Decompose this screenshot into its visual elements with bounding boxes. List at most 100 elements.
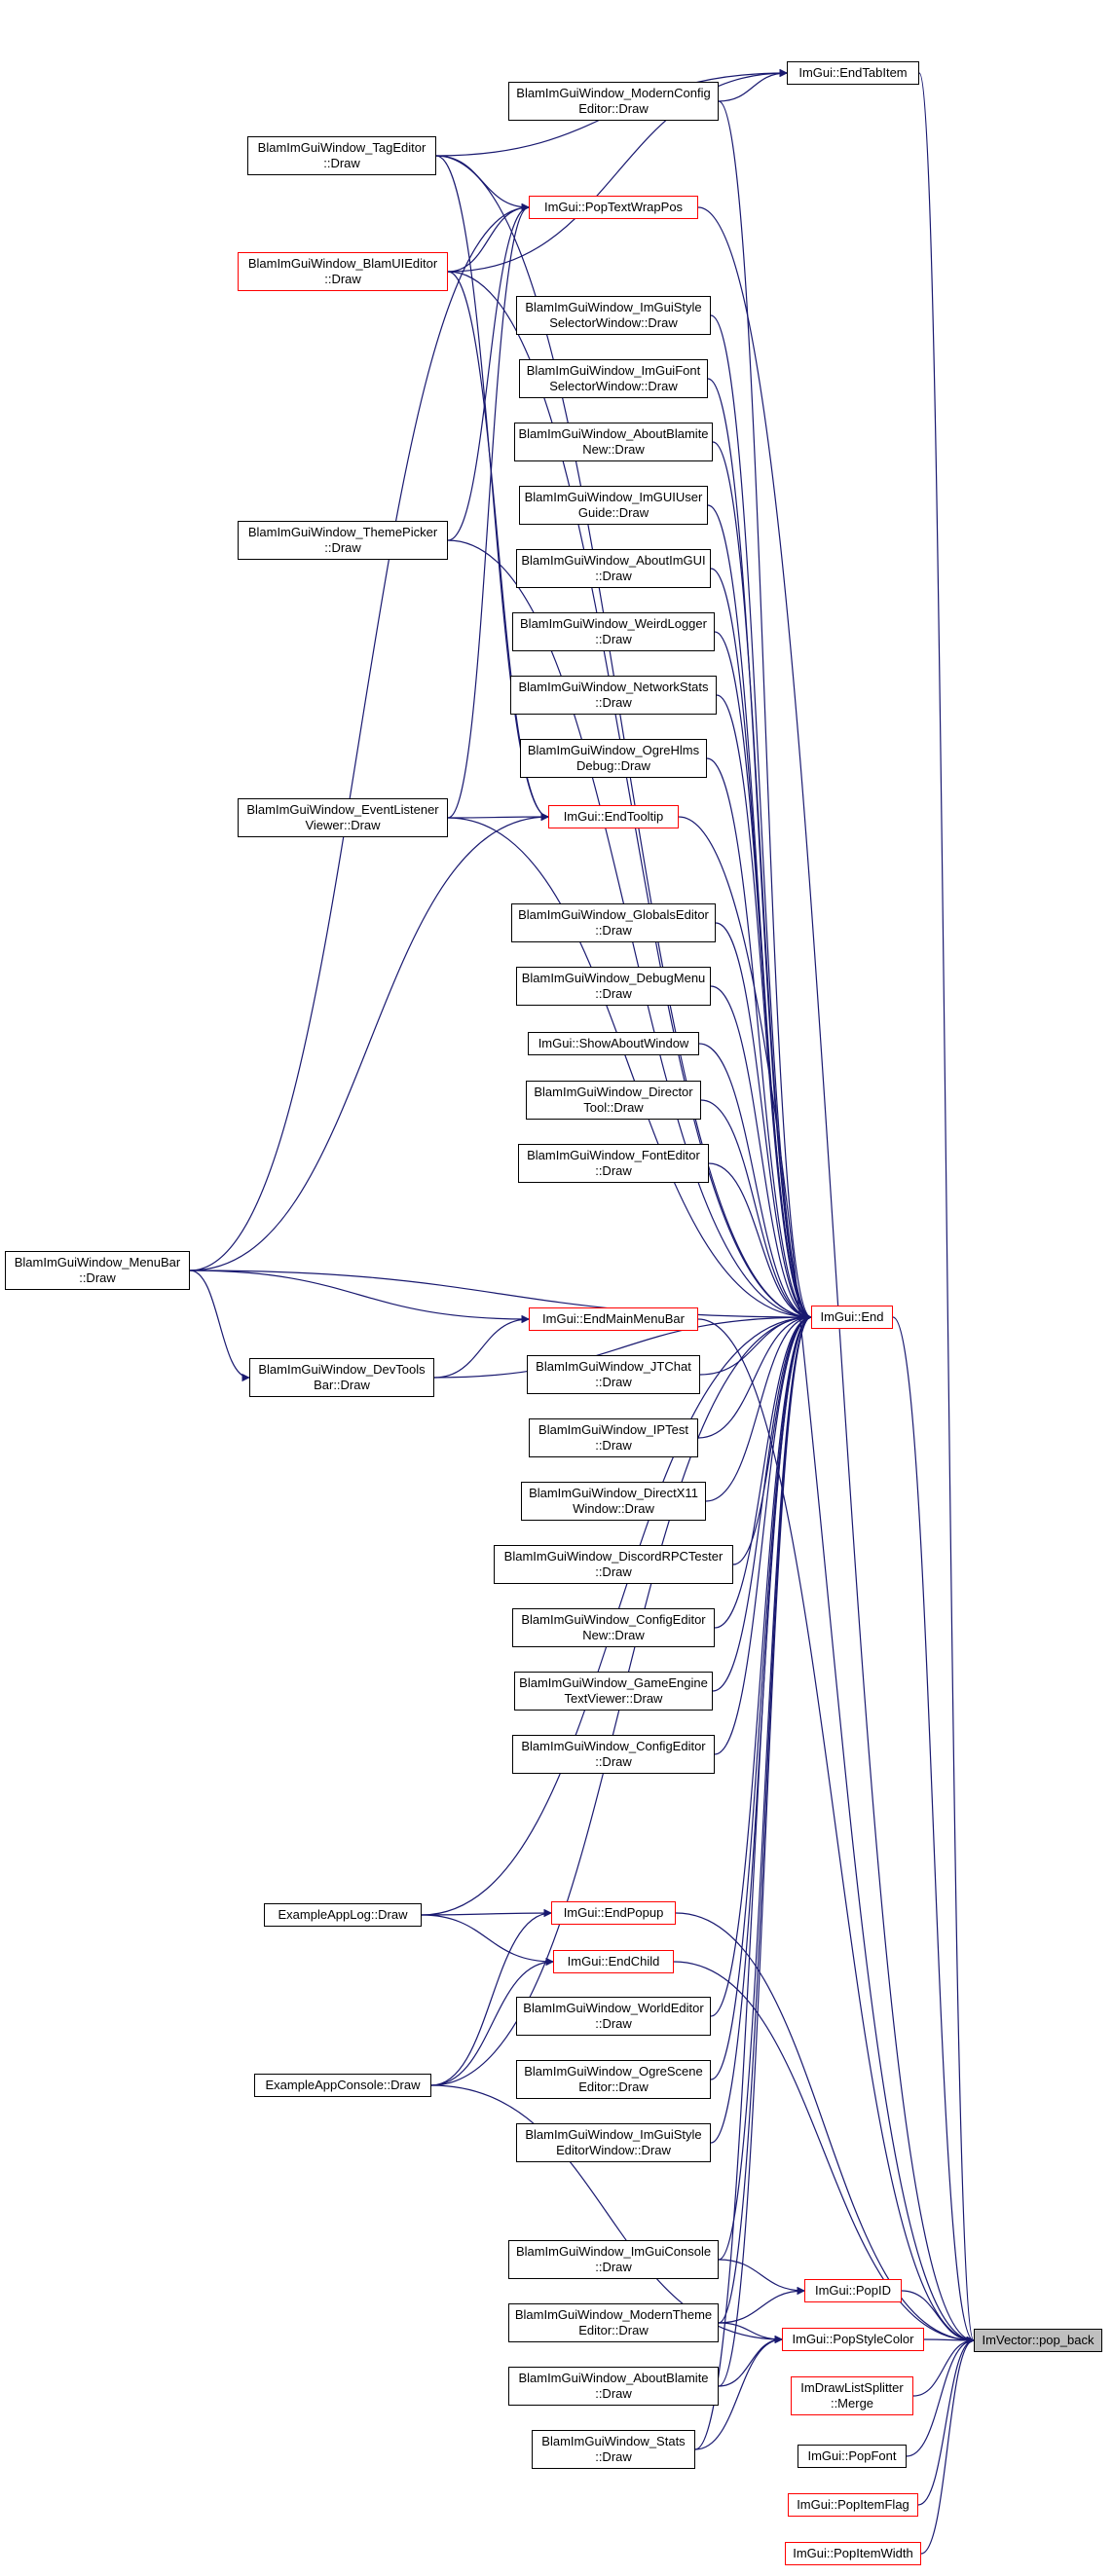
- node-ShowAboutWindow[interactable]: ImGui::ShowAboutWindow: [528, 1032, 699, 1055]
- node-label: ImVector::pop_back: [982, 2333, 1094, 2347]
- node-label: BlamImGuiWindow_EventListener Viewer::Dr…: [246, 802, 439, 832]
- edge-ModernThemeEditor-to-PopID: [718, 2286, 805, 2324]
- node-EndTabItem[interactable]: ImGui::EndTabItem: [787, 61, 919, 85]
- node-MenuBar[interactable]: BlamImGuiWindow_MenuBar ::Draw: [5, 1251, 190, 1290]
- node-AboutImGUI[interactable]: BlamImGuiWindow_AboutImGUI ::Draw: [516, 549, 711, 588]
- node-OgreHlmsDebug[interactable]: BlamImGuiWindow_OgreHlms Debug::Draw: [520, 739, 707, 778]
- node-Stats[interactable]: BlamImGuiWindow_Stats ::Draw: [532, 2430, 695, 2469]
- node-TagEditor[interactable]: BlamImGuiWindow_TagEditor ::Draw: [247, 136, 436, 175]
- node-label: BlamImGuiWindow_ImGuiConsole ::Draw: [515, 2244, 712, 2274]
- node-label: BlamImGuiWindow_Stats ::Draw: [541, 2434, 686, 2464]
- node-FontEditor[interactable]: BlamImGuiWindow_FontEditor ::Draw: [518, 1144, 709, 1183]
- node-AboutBlamite[interactable]: BlamImGuiWindow_AboutBlamite ::Draw: [508, 2367, 719, 2406]
- node-DevToolsBar[interactable]: BlamImGuiWindow_DevTools Bar::Draw: [249, 1358, 434, 1397]
- node-label: ImGui::EndTooltip: [563, 809, 664, 824]
- node-label: BlamImGuiWindow_DiscordRPCTester ::Draw: [503, 1549, 723, 1579]
- edge-PopTextWrapPos-to-pop_back: [697, 206, 975, 2345]
- node-ModernConfigEditor[interactable]: BlamImGuiWindow_ModernConfig Editor::Dra…: [508, 82, 719, 121]
- node-PopTextWrapPos[interactable]: ImGui::PopTextWrapPos: [529, 196, 698, 219]
- edge-BlamUIEditor-to-PopTextWrapPos: [447, 202, 530, 273]
- edge-EndChild-to-pop_back: [673, 1961, 975, 2345]
- node-EndChild[interactable]: ImGui::EndChild: [553, 1950, 674, 1973]
- node-GlobalsEditor[interactable]: BlamImGuiWindow_GlobalsEditor ::Draw: [511, 903, 716, 942]
- node-PopID[interactable]: ImGui::PopID: [804, 2279, 902, 2302]
- node-label: BlamImGuiWindow_FontEditor ::Draw: [527, 1148, 700, 1178]
- node-label: ImGui::PopID: [814, 2283, 892, 2298]
- node-DirectX11[interactable]: BlamImGuiWindow_DirectX11 Window::Draw: [521, 1482, 706, 1521]
- node-WorldEditor[interactable]: BlamImGuiWindow_WorldEditor ::Draw: [516, 1997, 711, 2036]
- node-NetworkStats[interactable]: BlamImGuiWindow_NetworkStats ::Draw: [510, 676, 717, 715]
- node-PopItemWidth[interactable]: ImGui::PopItemWidth: [785, 2542, 921, 2565]
- edge-AboutBlamiteNew-to-End: [712, 441, 812, 1322]
- edge-Stats-to-End: [694, 1312, 812, 2450]
- node-label: ImGui::EndChild: [567, 1954, 660, 1969]
- node-label: ExampleAppLog::Draw: [278, 1907, 408, 1922]
- node-PopStyleColor[interactable]: ImGui::PopStyleColor: [782, 2328, 924, 2351]
- node-label: BlamImGuiWindow_ImGUIUser Guide::Draw: [524, 490, 703, 520]
- node-ThemePicker[interactable]: BlamImGuiWindow_ThemePicker ::Draw: [238, 521, 448, 560]
- node-OgreSceneEditor[interactable]: BlamImGuiWindow_OgreScene Editor::Draw: [516, 2060, 711, 2099]
- edge-ConfigEditor-to-End: [714, 1312, 812, 1755]
- edge-EndTooltip-to-pop_back: [678, 816, 975, 2345]
- node-label: BlamImGuiWindow_ConfigEditor New::Draw: [521, 1612, 706, 1642]
- node-EndTooltip[interactable]: ImGui::EndTooltip: [548, 805, 679, 828]
- edge-PopItemWidth-to-pop_back: [920, 2336, 975, 2555]
- node-GameEngineTextViewer[interactable]: BlamImGuiWindow_GameEngine TextViewer::D…: [514, 1672, 713, 1711]
- node-Merge[interactable]: ImDrawListSplitter ::Merge: [791, 2376, 913, 2415]
- node-label: BlamImGuiWindow_GlobalsEditor ::Draw: [518, 907, 709, 938]
- node-label: BlamImGuiWindow_ImGuiStyle SelectorWindo…: [525, 300, 702, 330]
- node-label: BlamImGuiWindow_IPTest ::Draw: [538, 1422, 688, 1453]
- node-ImGuiFontSelector[interactable]: BlamImGuiWindow_ImGuiFont SelectorWindow…: [519, 359, 708, 398]
- edge-EventListenerViewer-to-EndTooltip: [447, 812, 549, 822]
- node-WeirdLogger[interactable]: BlamImGuiWindow_WeirdLogger ::Draw: [512, 612, 715, 651]
- node-label: BlamImGuiWindow_Director Tool::Draw: [534, 1085, 693, 1115]
- edge-EndMainMenuBar-to-pop_back: [697, 1318, 975, 2345]
- node-ImGUIUserGuide[interactable]: BlamImGuiWindow_ImGUIUser Guide::Draw: [519, 486, 708, 525]
- node-EndMainMenuBar[interactable]: ImGui::EndMainMenuBar: [529, 1307, 698, 1331]
- node-label: BlamImGuiWindow_ModernConfig Editor::Dra…: [516, 86, 711, 116]
- node-ModernThemeEditor[interactable]: BlamImGuiWindow_ModernTheme Editor::Draw: [508, 2303, 719, 2342]
- edge-GlobalsEditor-to-End: [715, 922, 812, 1322]
- node-PopFont[interactable]: ImGui::PopFont: [798, 2445, 907, 2468]
- node-ExampleAppConsole[interactable]: ExampleAppConsole::Draw: [254, 2074, 431, 2097]
- node-ConfigEditor[interactable]: BlamImGuiWindow_ConfigEditor ::Draw: [512, 1735, 715, 1774]
- edge-ThemePicker-to-PopTextWrapPos: [447, 202, 530, 541]
- node-label: ExampleAppConsole::Draw: [265, 2078, 421, 2092]
- edge-FontEditor-to-End: [708, 1162, 812, 1322]
- node-ImGuiConsole[interactable]: BlamImGuiWindow_ImGuiConsole ::Draw: [508, 2240, 719, 2279]
- node-label: BlamImGuiWindow_DirectX11 Window::Draw: [529, 1486, 698, 1516]
- edge-ModernConfigEditor-to-EndTabItem: [718, 68, 788, 102]
- node-label: ImGui::ShowAboutWindow: [538, 1036, 689, 1050]
- edge-BlamUIEditor-to-End: [447, 271, 812, 1322]
- node-EndPopup[interactable]: ImGui::EndPopup: [551, 1901, 676, 1925]
- node-ImGuiStyleEditor[interactable]: BlamImGuiWindow_ImGuiStyle EditorWindow:…: [516, 2123, 711, 2162]
- node-label: ImGui::EndMainMenuBar: [542, 1311, 685, 1326]
- node-label: BlamImGuiWindow_NetworkStats ::Draw: [518, 680, 709, 710]
- node-End[interactable]: ImGui::End: [811, 1306, 893, 1329]
- edge-DirectX11-to-End: [705, 1312, 812, 1502]
- edge-IPTest-to-End: [697, 1312, 812, 1439]
- edge-WorldEditor-to-End: [710, 1312, 812, 2017]
- node-label: BlamImGuiWindow_AboutBlamite New::Draw: [518, 426, 709, 457]
- node-ConfigEditorNew[interactable]: BlamImGuiWindow_ConfigEditor New::Draw: [512, 1608, 715, 1647]
- node-EventListenerViewer[interactable]: BlamImGuiWindow_EventListener Viewer::Dr…: [238, 798, 448, 837]
- edge-BlamUIEditor-to-EndTabItem: [447, 68, 788, 273]
- node-DebugMenu[interactable]: BlamImGuiWindow_DebugMenu ::Draw: [516, 967, 711, 1006]
- node-label: ImGui::PopStyleColor: [792, 2332, 914, 2346]
- node-DiscordRPCTester[interactable]: BlamImGuiWindow_DiscordRPCTester ::Draw: [494, 1545, 733, 1584]
- edge-DevToolsBar-to-EndMainMenuBar: [433, 1314, 530, 1379]
- edge-EventListenerViewer-to-End: [447, 817, 812, 1322]
- node-BlamUIEditor[interactable]: BlamImGuiWindow_BlamUIEditor ::Draw: [238, 252, 448, 291]
- node-IPTest[interactable]: BlamImGuiWindow_IPTest ::Draw: [529, 1418, 698, 1457]
- node-label: BlamImGuiWindow_ModernTheme Editor::Draw: [514, 2307, 713, 2337]
- node-JTChat[interactable]: BlamImGuiWindow_JTChat ::Draw: [527, 1355, 700, 1394]
- edge-ImGuiFontSelector-to-End: [707, 378, 812, 1322]
- node-pop_back[interactable]: ImVector::pop_back: [974, 2329, 1102, 2352]
- edge-TagEditor-to-End: [435, 155, 812, 1322]
- node-PopItemFlag[interactable]: ImGui::PopItemFlag: [788, 2493, 918, 2517]
- node-ImGuiStyleSelector[interactable]: BlamImGuiWindow_ImGuiStyle SelectorWindo…: [516, 296, 711, 335]
- node-ExampleAppLog[interactable]: ExampleAppLog::Draw: [264, 1903, 422, 1927]
- node-DirectorTool[interactable]: BlamImGuiWindow_Director Tool::Draw: [526, 1081, 701, 1120]
- node-label: BlamImGuiWindow_AboutBlamite ::Draw: [518, 2371, 709, 2401]
- node-AboutBlamiteNew[interactable]: BlamImGuiWindow_AboutBlamite New::Draw: [514, 423, 713, 461]
